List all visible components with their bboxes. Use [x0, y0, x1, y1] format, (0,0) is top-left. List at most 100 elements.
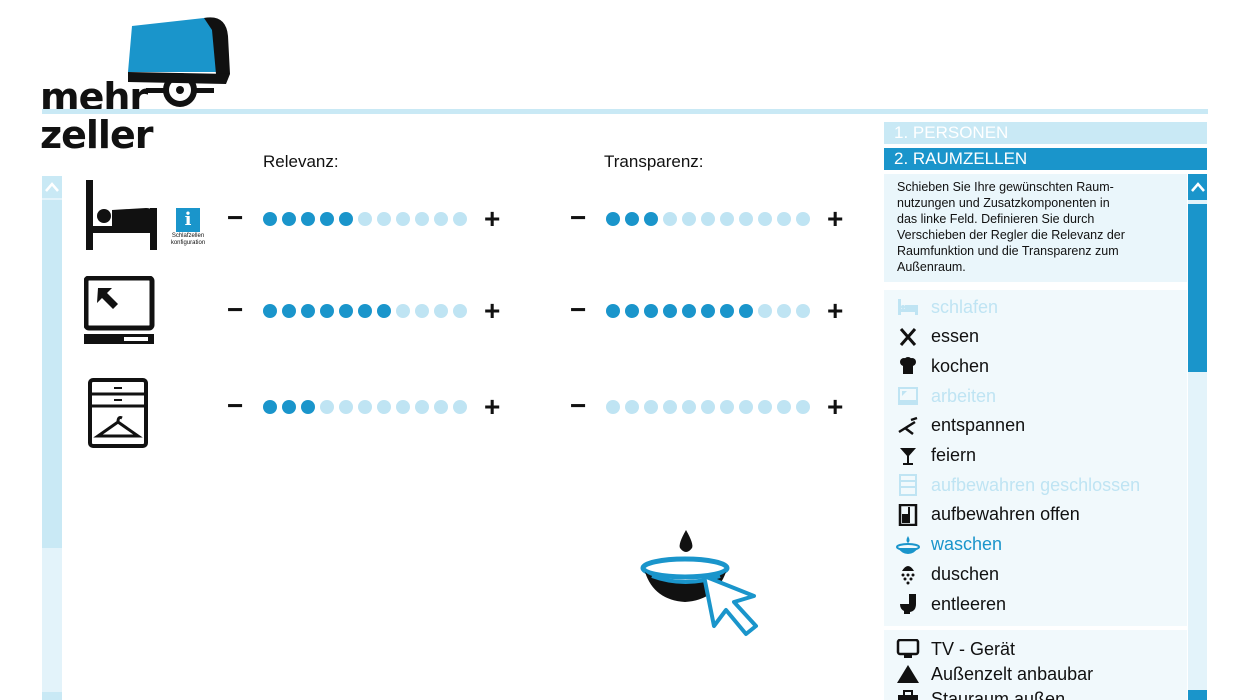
slider-dot[interactable] — [606, 304, 620, 318]
relevanz-increase-button[interactable]: + — [484, 391, 501, 422]
transparenz-decrease-button[interactable]: − — [570, 390, 587, 421]
slider-dot[interactable] — [625, 304, 639, 318]
slider-dot[interactable] — [415, 212, 429, 226]
row-desk-icon[interactable] — [83, 275, 156, 353]
slider-dot[interactable] — [320, 304, 334, 318]
slider-dot[interactable] — [339, 400, 353, 414]
slider-dot[interactable] — [777, 212, 791, 226]
slider-dot[interactable] — [682, 304, 696, 318]
function-item[interactable]: essen — [896, 324, 979, 350]
transparenz-decrease-button[interactable]: − — [570, 294, 587, 325]
slider-dot[interactable] — [358, 400, 372, 414]
slider-dot[interactable] — [758, 304, 772, 318]
slider-dot[interactable] — [758, 212, 772, 226]
slider-dot[interactable] — [358, 304, 372, 318]
slider-dot[interactable] — [644, 400, 658, 414]
scroll-up-button[interactable] — [42, 176, 62, 198]
slider-dot[interactable] — [739, 400, 753, 414]
function-item[interactable]: aufbewahren offen — [896, 502, 1080, 528]
info-button[interactable]: i Schlafzellen konfiguration — [166, 208, 210, 247]
slider-dot[interactable] — [606, 212, 620, 226]
component-item[interactable]: Stauraum außen — [896, 686, 1065, 700]
slider-dot[interactable] — [320, 212, 334, 226]
slider-dot[interactable] — [339, 212, 353, 226]
slider-dot[interactable] — [682, 400, 696, 414]
slider-dot[interactable] — [701, 400, 715, 414]
slider-dot[interactable] — [663, 304, 677, 318]
slider-dot[interactable] — [282, 212, 296, 226]
slider-dot[interactable] — [320, 400, 334, 414]
slider-dot[interactable] — [720, 212, 734, 226]
slider-dot[interactable] — [625, 212, 639, 226]
relevanz-slider[interactable] — [263, 400, 467, 414]
slider-dot[interactable] — [377, 400, 391, 414]
transparenz-slider[interactable] — [606, 304, 810, 318]
slider-dot[interactable] — [758, 400, 772, 414]
scroll-down-button[interactable] — [42, 692, 62, 700]
function-item[interactable]: feiern — [896, 443, 976, 469]
relevanz-decrease-button[interactable]: − — [227, 390, 244, 421]
panel-scrollbar-thumb[interactable] — [1188, 204, 1207, 372]
slider-dot[interactable] — [720, 304, 734, 318]
slider-dot[interactable] — [263, 400, 277, 414]
slider-dot[interactable] — [739, 304, 753, 318]
relevanz-decrease-button[interactable]: − — [227, 202, 244, 233]
dragging-wash-basin[interactable] — [640, 528, 760, 643]
function-item[interactable]: duschen — [896, 561, 999, 587]
slider-dot[interactable] — [644, 304, 658, 318]
function-item[interactable]: arbeiten — [896, 383, 996, 409]
slider-dot[interactable] — [282, 400, 296, 414]
transparenz-increase-button[interactable]: + — [827, 295, 844, 326]
slider-dot[interactable] — [453, 400, 467, 414]
relevanz-slider[interactable] — [263, 212, 467, 226]
component-item[interactable]: TV - Gerät — [896, 636, 1015, 662]
row-wardrobe-icon[interactable] — [88, 378, 150, 455]
function-item[interactable]: schlafen — [896, 294, 998, 320]
row-bed-icon[interactable] — [84, 180, 160, 255]
slider-dot[interactable] — [396, 212, 410, 226]
slider-dot[interactable] — [796, 400, 810, 414]
slider-dot[interactable] — [796, 304, 810, 318]
transparenz-slider[interactable] — [606, 212, 810, 226]
slider-dot[interactable] — [625, 400, 639, 414]
slider-dot[interactable] — [644, 212, 658, 226]
slider-dot[interactable] — [358, 212, 372, 226]
component-item[interactable]: Außenzelt anbaubar — [896, 661, 1093, 687]
slider-dot[interactable] — [606, 400, 620, 414]
tab-raumzellen[interactable]: 2. RAUMZELLEN — [884, 148, 1207, 170]
slider-dot[interactable] — [663, 400, 677, 414]
slider-dot[interactable] — [377, 212, 391, 226]
relevanz-slider[interactable] — [263, 304, 467, 318]
slider-dot[interactable] — [701, 304, 715, 318]
function-item[interactable]: kochen — [896, 353, 989, 379]
slider-dot[interactable] — [682, 212, 696, 226]
panel-scroll-up-button[interactable] — [1188, 174, 1207, 200]
slider-dot[interactable] — [415, 400, 429, 414]
slider-dot[interactable] — [263, 212, 277, 226]
slider-dot[interactable] — [720, 400, 734, 414]
function-item[interactable]: waschen — [896, 532, 1002, 558]
slider-dot[interactable] — [701, 212, 715, 226]
slider-dot[interactable] — [453, 212, 467, 226]
slider-dot[interactable] — [434, 304, 448, 318]
transparenz-slider[interactable] — [606, 400, 810, 414]
slider-dot[interactable] — [739, 212, 753, 226]
slider-dot[interactable] — [301, 304, 315, 318]
panel-scrollbar[interactable] — [1188, 174, 1207, 700]
slider-dot[interactable] — [339, 304, 353, 318]
relevanz-increase-button[interactable]: + — [484, 203, 501, 234]
slider-dot[interactable] — [301, 212, 315, 226]
slider-dot[interactable] — [301, 400, 315, 414]
slider-dot[interactable] — [777, 400, 791, 414]
transparenz-decrease-button[interactable]: − — [570, 202, 587, 233]
workspace-scrollbar[interactable] — [42, 176, 62, 700]
panel-scroll-down-button[interactable] — [1188, 690, 1207, 700]
slider-dot[interactable] — [434, 212, 448, 226]
relevanz-decrease-button[interactable]: − — [227, 294, 244, 325]
slider-dot[interactable] — [663, 212, 677, 226]
slider-dot[interactable] — [777, 304, 791, 318]
tab-personen[interactable]: 1. PERSONEN — [884, 122, 1207, 144]
function-item[interactable]: entspannen — [896, 413, 1025, 439]
transparenz-increase-button[interactable]: + — [827, 203, 844, 234]
slider-dot[interactable] — [282, 304, 296, 318]
